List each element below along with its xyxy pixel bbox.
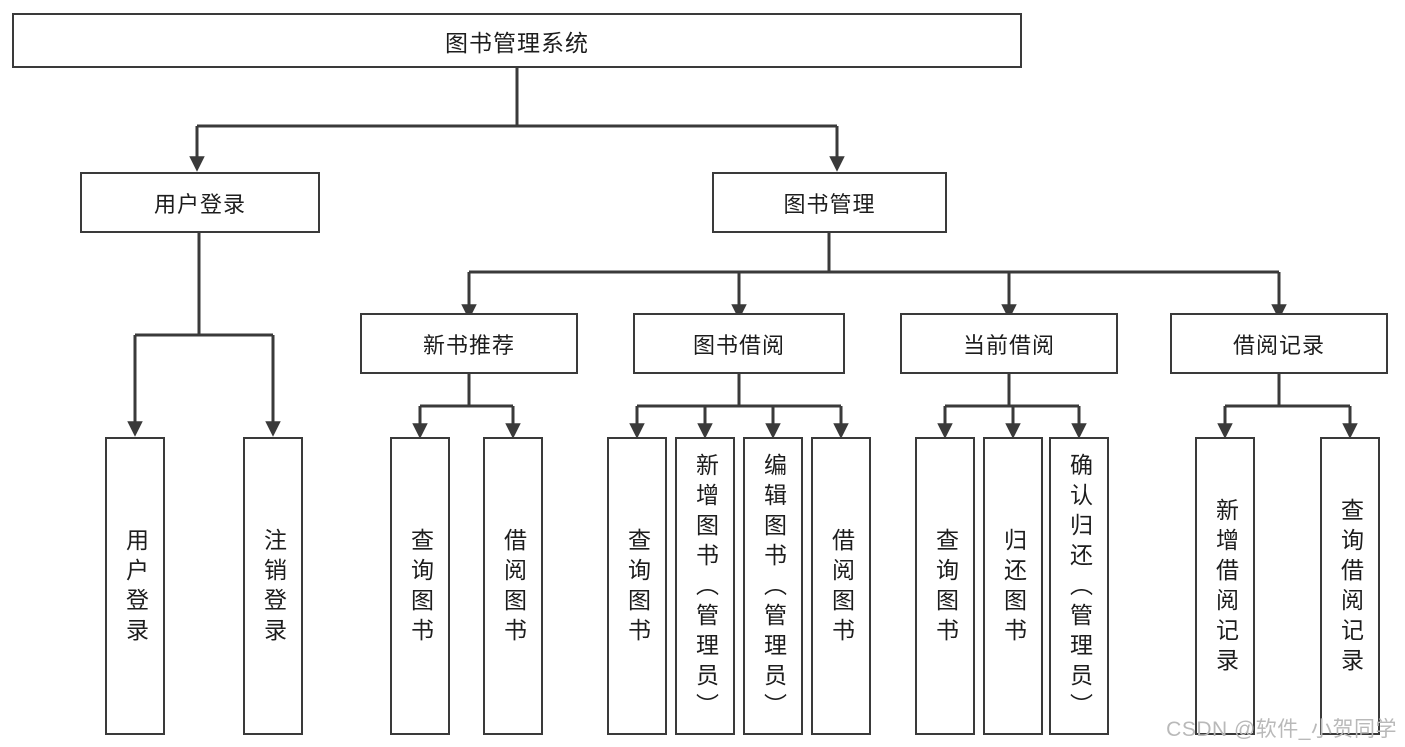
leaf-current-query-book[interactable]: 查询图书 <box>915 437 975 735</box>
node-label: 查询图书 <box>624 528 651 648</box>
node-label: 确认归还（管理员） <box>1066 453 1093 723</box>
node-label: 借阅图书 <box>500 528 527 648</box>
node-label: 当前借阅 <box>962 332 1055 358</box>
leaf-recommend-query-book[interactable]: 查询图书 <box>390 437 450 735</box>
node-label: 新增图书（管理员） <box>692 453 719 723</box>
node-label: 查询借阅记录 <box>1337 498 1364 678</box>
node-label: 查询图书 <box>407 528 434 648</box>
node-new-book-recommend[interactable]: 新书推荐 <box>360 313 578 374</box>
leaf-current-return-book[interactable]: 归还图书 <box>983 437 1043 735</box>
leaf-recommend-borrow-book[interactable]: 借阅图书 <box>483 437 543 735</box>
node-root-system[interactable]: 图书管理系统 <box>12 13 1022 68</box>
node-label: 新书推荐 <box>422 332 515 358</box>
node-label: 归还图书 <box>1000 528 1027 648</box>
node-user-login[interactable]: 用户登录 <box>80 172 320 233</box>
node-label: 新增借阅记录 <box>1212 498 1239 678</box>
leaf-current-confirm-return-admin[interactable]: 确认归还（管理员） <box>1049 437 1109 735</box>
node-label: 图书管理 <box>783 191 876 217</box>
leaf-borrow-query-book[interactable]: 查询图书 <box>607 437 667 735</box>
node-label: 用户登录 <box>153 191 246 217</box>
leaf-user-login-logout[interactable]: 注销登录 <box>243 437 303 735</box>
leaf-record-add-record[interactable]: 新增借阅记录 <box>1195 437 1255 735</box>
leaf-borrow-add-book-admin[interactable]: 新增图书（管理员） <box>675 437 735 735</box>
node-label: 借阅记录 <box>1232 332 1325 358</box>
node-label: 编辑图书（管理员） <box>760 453 787 723</box>
node-book-management[interactable]: 图书管理 <box>712 172 947 233</box>
node-label: 查询图书 <box>932 528 959 648</box>
leaf-borrow-borrow-book[interactable]: 借阅图书 <box>811 437 871 735</box>
node-book-borrow[interactable]: 图书借阅 <box>633 313 845 374</box>
node-label: 图书借阅 <box>692 332 785 358</box>
leaf-borrow-edit-book-admin[interactable]: 编辑图书（管理员） <box>743 437 803 735</box>
node-current-borrow[interactable]: 当前借阅 <box>900 313 1118 374</box>
node-label: 图书管理系统 <box>445 29 589 56</box>
node-label: 注销登录 <box>260 528 287 648</box>
leaf-user-login-login[interactable]: 用户登录 <box>105 437 165 735</box>
node-label: 用户登录 <box>122 528 149 648</box>
node-label: 借阅图书 <box>828 528 855 648</box>
leaf-record-query-record[interactable]: 查询借阅记录 <box>1320 437 1380 735</box>
node-borrow-record[interactable]: 借阅记录 <box>1170 313 1388 374</box>
